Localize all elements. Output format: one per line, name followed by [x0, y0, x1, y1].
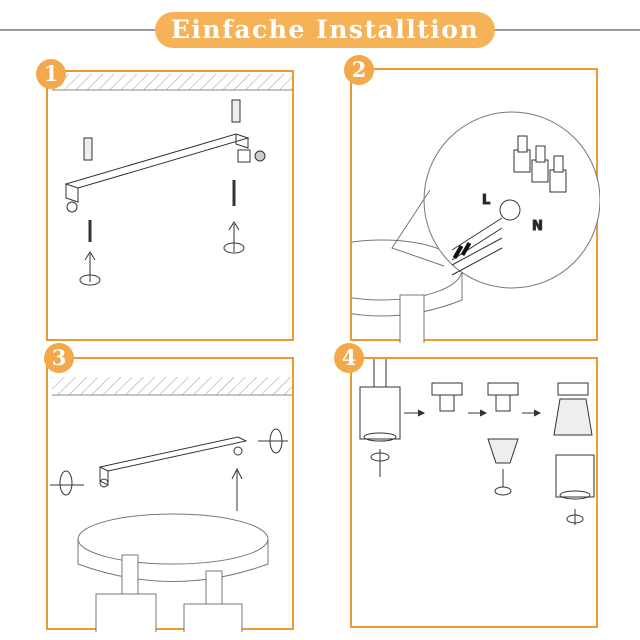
step-2-illustration: L N: [352, 111, 600, 343]
step-2-panel: L N: [350, 68, 600, 343]
step-4-illustration: [359, 359, 595, 525]
neutral-wire-label: N: [532, 219, 543, 234]
live-wire-label: L: [482, 193, 490, 208]
step-2-badge: 2: [344, 55, 374, 85]
page-title: Einfache Installtion: [155, 12, 495, 48]
step-4-panel: [350, 357, 598, 628]
title-rule-right: [490, 29, 640, 31]
step-1-illustration: [52, 74, 292, 286]
step-1-panel: [46, 70, 294, 341]
step-3-illustration: [50, 377, 292, 632]
step-3-badge: 3: [44, 343, 74, 373]
step-4-badge: 4: [334, 343, 364, 373]
step-1-badge: 1: [36, 59, 66, 89]
title-rule-left: [0, 29, 160, 31]
step-3-panel: [46, 357, 294, 632]
